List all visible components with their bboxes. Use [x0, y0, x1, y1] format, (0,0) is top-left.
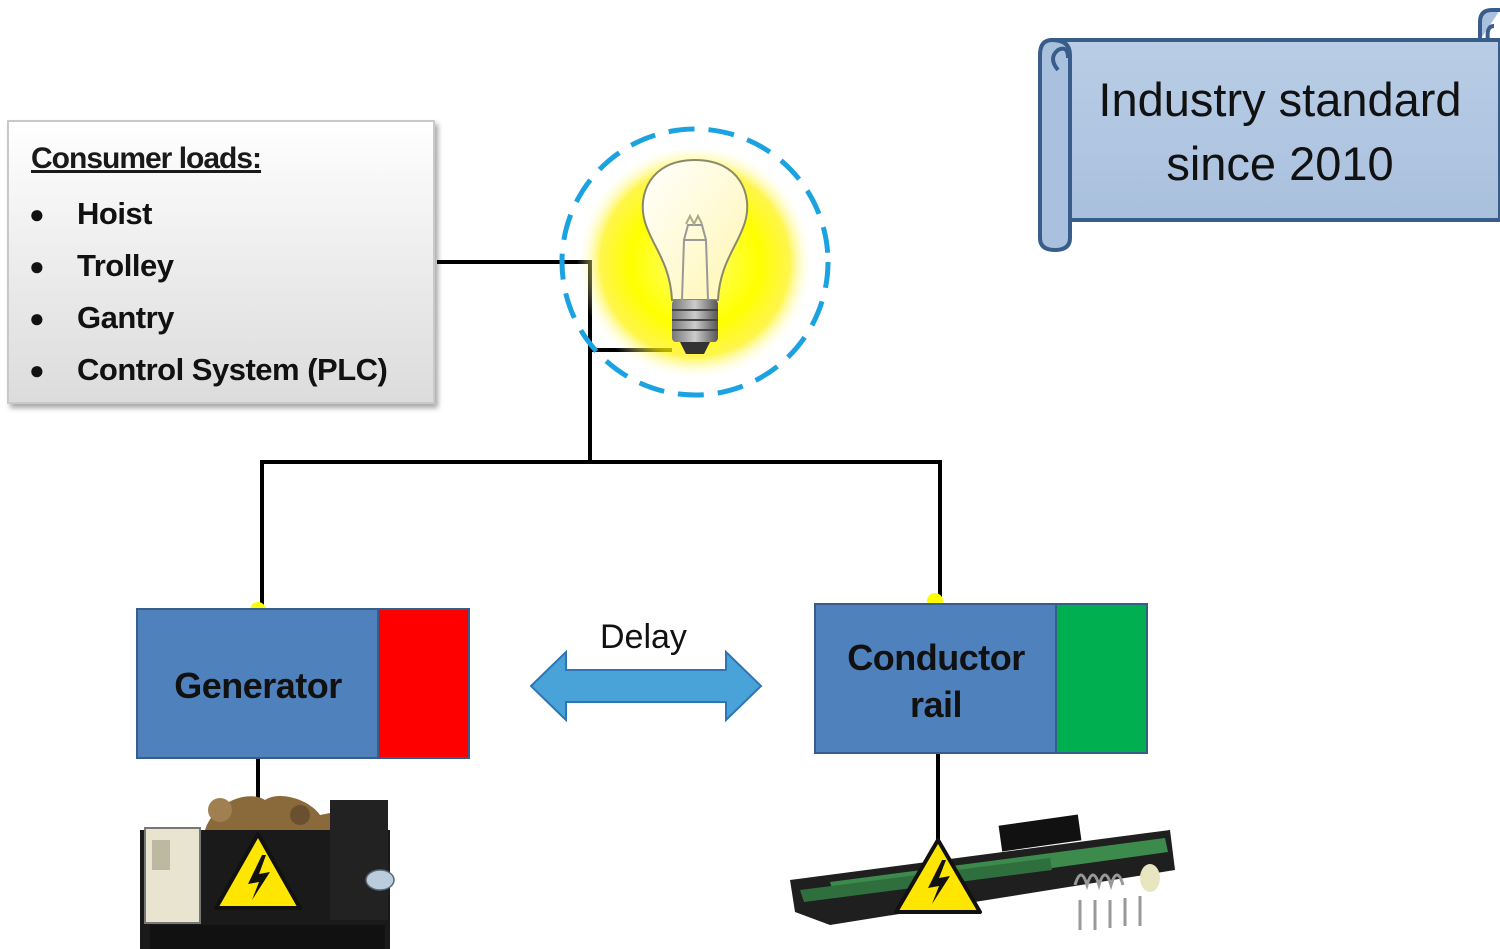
banner-text: Industry standard since 2010 [1075, 68, 1485, 196]
list-item: ● Control System (PLC) [29, 348, 388, 400]
dashed-highlight-circle [559, 126, 831, 398]
banner-line-2: since 2010 [1166, 137, 1394, 190]
bullet-icon: ● [29, 355, 45, 385]
consumer-loads-box: Consumer loads: ● Hoist ● Trolley ● Gantry … [7, 120, 435, 404]
double-arrow-icon [529, 649, 763, 723]
list-item: ● Hoist [29, 192, 387, 244]
load-item-label: Control System (PLC) [77, 352, 388, 387]
banner-line-1: Industry standard [1098, 73, 1462, 126]
list-item: ● Gantry [29, 296, 387, 348]
wire-main-bus [260, 460, 942, 607]
high-voltage-warning-icon [894, 838, 982, 914]
load-item-label: Trolley [77, 248, 174, 283]
generator-status-indicator [377, 608, 470, 759]
wire-loads-to-bus [437, 260, 592, 462]
bullet-icon: ● [29, 199, 45, 229]
list-item: ● Trolley [29, 244, 387, 296]
generator-label: Generator [174, 665, 342, 706]
conductor-rail-status-indicator [1055, 603, 1148, 754]
conductor-rail-label-line-1: Conductor [847, 637, 1025, 678]
scroll-banner [1038, 8, 1500, 253]
light-bulb-icon [559, 126, 831, 398]
conductor-rail-icon [790, 814, 1175, 930]
conductor-rail-label-line-2: rail [909, 684, 963, 725]
bullet-icon: ● [29, 303, 45, 333]
load-item-label: Hoist [77, 196, 153, 231]
generator-block: Generator [136, 608, 380, 759]
load-item-label: Gantry [77, 300, 174, 335]
delay-label: Delay [600, 618, 687, 656]
high-voltage-warning-icon [214, 832, 302, 910]
consumer-loads-list: ● Hoist ● Trolley ● Gantry ● Control System … [29, 192, 388, 400]
conductor-rail-block: Conductor rail [814, 603, 1058, 754]
bullet-icon: ● [29, 251, 45, 281]
consumer-loads-title: Consumer loads: [31, 142, 262, 175]
